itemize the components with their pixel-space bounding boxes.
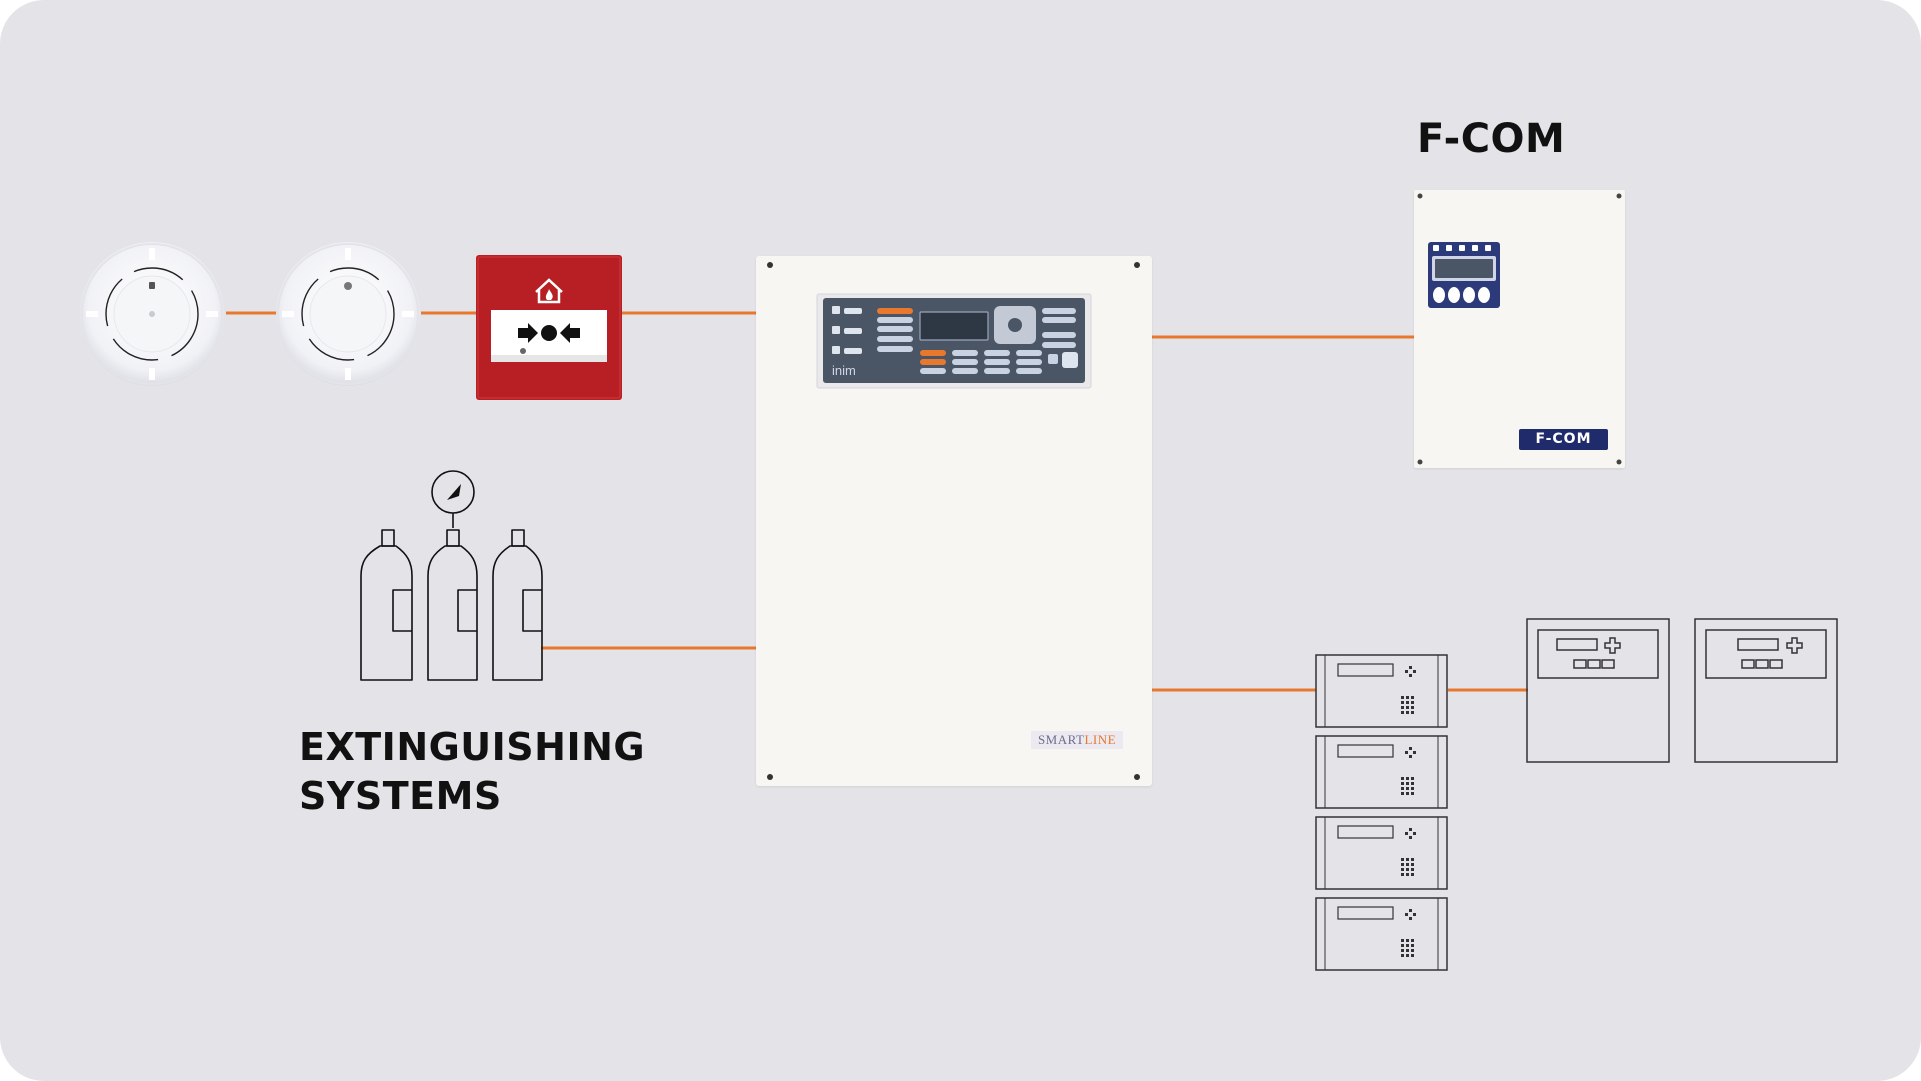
fire-house-icon bbox=[535, 278, 563, 304]
fcom-badge: F-COM bbox=[1519, 429, 1608, 450]
fcom-module bbox=[1414, 190, 1625, 468]
gas-cylinder-icon-2 bbox=[427, 529, 478, 681]
fcom-module-details bbox=[1417, 193, 1622, 465]
smoke-detector-icon bbox=[80, 242, 224, 386]
gas-cylinder-icon-3 bbox=[492, 529, 543, 681]
repeater-panel-icon-3 bbox=[1315, 816, 1448, 890]
extension-module-icon-2 bbox=[1694, 618, 1838, 763]
smartline-part2: LINE bbox=[1084, 732, 1117, 747]
extinguishing-cylinders bbox=[360, 470, 543, 681]
manual-call-point-icon bbox=[476, 255, 622, 400]
inim-logo: inim bbox=[832, 363, 856, 378]
extinguishing-label-line2: SYSTEMS bbox=[299, 774, 502, 818]
repeater-panel-icon-2 bbox=[1315, 735, 1448, 809]
repeater-panel-stack bbox=[1315, 654, 1448, 971]
heat-detector-icon bbox=[276, 242, 420, 386]
gas-cylinder-icon bbox=[360, 529, 413, 681]
extinguishing-label-line1: EXTINGUISHING bbox=[299, 725, 646, 769]
repeater-panel-icon bbox=[1315, 654, 1448, 728]
pressure-gauge-icon bbox=[431, 470, 475, 528]
press-arrows-icon bbox=[518, 323, 580, 343]
repeater-panel-icon-4 bbox=[1315, 897, 1448, 971]
extension-modules bbox=[1526, 618, 1838, 763]
smartline-badge: SMARTLINE bbox=[1031, 731, 1123, 749]
control-panel-details bbox=[767, 262, 1140, 780]
smartline-part1: SMART bbox=[1037, 732, 1085, 747]
fcom-title: F-COM bbox=[1417, 116, 1566, 162]
extension-module-icon bbox=[1526, 618, 1670, 763]
